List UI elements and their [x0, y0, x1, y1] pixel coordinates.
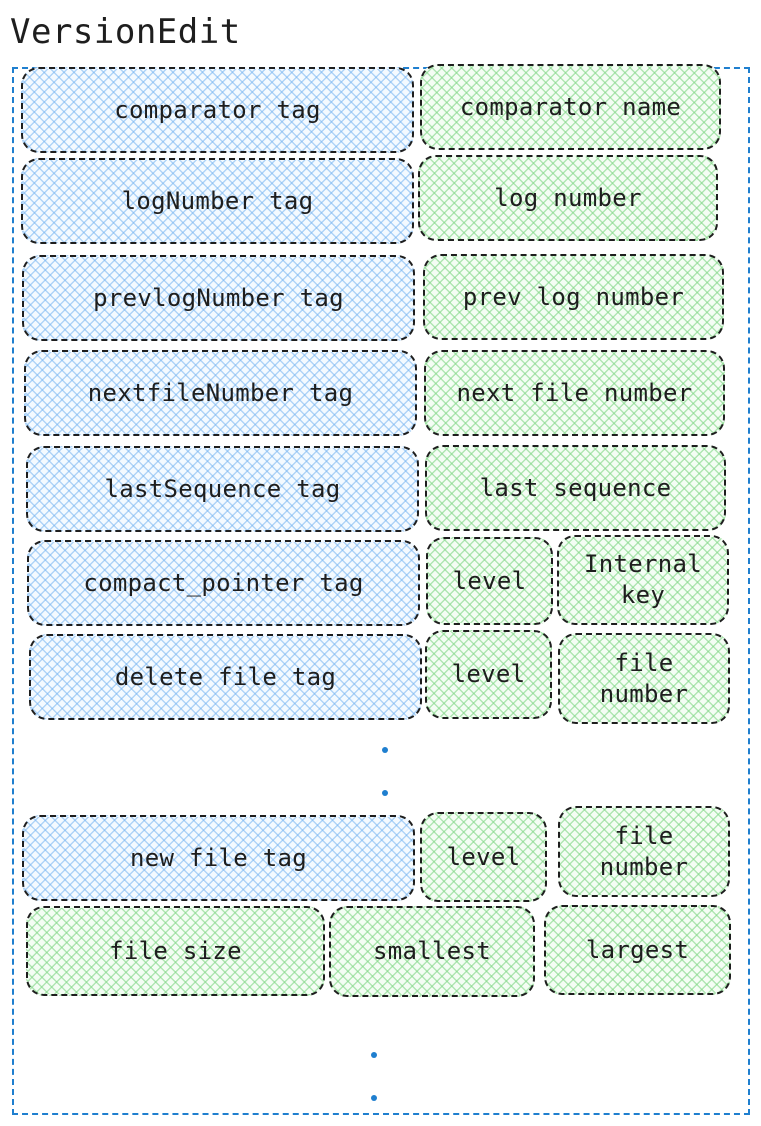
field-box: Internal key	[557, 535, 729, 625]
field-box: file number	[558, 806, 730, 897]
ellipsis-dot	[371, 1095, 377, 1101]
tag-box: comparator tag	[21, 67, 414, 153]
field-box: level	[425, 630, 552, 719]
ellipsis-dot	[371, 1052, 377, 1058]
field-box: level	[420, 812, 547, 902]
tag-box: new file tag	[22, 815, 415, 901]
field-box: level	[426, 537, 553, 625]
field-box: smallest	[329, 906, 535, 997]
tag-box: prevlogNumber tag	[22, 255, 415, 341]
field-box: file size	[26, 906, 325, 996]
field-box: last sequence	[425, 445, 726, 531]
field-box: comparator name	[420, 64, 721, 150]
diagram-title: VersionEdit	[10, 12, 241, 52]
ellipsis-dot	[382, 747, 388, 753]
field-box: largest	[544, 905, 731, 995]
ellipsis-dot	[382, 790, 388, 796]
tag-box: delete file tag	[29, 634, 422, 720]
tag-box: compact_pointer tag	[27, 540, 420, 626]
tag-box: logNumber tag	[21, 158, 414, 244]
field-box: prev log number	[423, 254, 724, 340]
field-box: next file number	[424, 350, 725, 436]
field-box: log number	[418, 155, 718, 241]
field-box: file number	[558, 633, 730, 724]
tag-box: nextfileNumber tag	[24, 350, 417, 436]
tag-box: lastSequence tag	[26, 446, 419, 532]
